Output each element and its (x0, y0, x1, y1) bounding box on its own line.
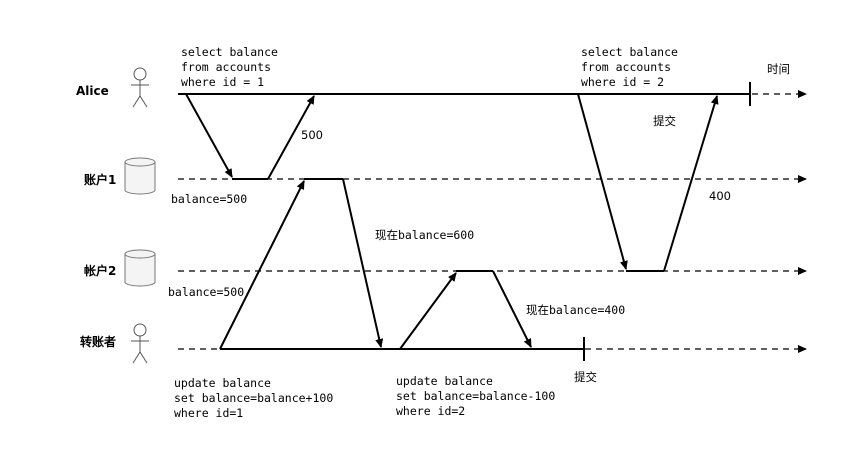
transfer-update-1-line-1: update balance (174, 376, 271, 390)
transfer-update-2: update balance set balance=balance-100 w… (396, 374, 555, 418)
transfer-update-1-line-2: set balance=balance+100 (174, 391, 333, 405)
transfer-commit-label: 提交 (574, 370, 597, 384)
transfer-update-account1-request (219, 180, 305, 350)
lane-label-account1: 账户1 (84, 172, 116, 187)
lane-label-alice: Alice (76, 84, 109, 98)
alice-read-account2-request (577, 93, 628, 270)
account1-new-balance-label: 现在balance=600 (375, 228, 474, 242)
account1-balance-label: balance=500 (171, 192, 247, 206)
alice-query-1: select balance from accounts where id = … (181, 45, 278, 89)
alice-commit-label: 提交 (653, 114, 676, 128)
account1-read-response (267, 95, 315, 180)
account2-new-balance-label: 现在balance=400 (526, 303, 625, 317)
transfer-update-1: update balance set balance=balance+100 w… (174, 376, 333, 420)
read-500-label: 500 (301, 128, 323, 142)
account1-update-response (342, 178, 384, 348)
alice-query-1-line-1: select balance (181, 45, 278, 59)
transfer-update-2-line-1: update balance (396, 374, 493, 388)
alice-query-2-line-2: from accounts (581, 60, 671, 74)
lane-label-account2: 帐户2 (84, 263, 116, 278)
alice-query-2: select balance from accounts where id = … (581, 45, 678, 89)
account2-balance-label: balance=500 (168, 285, 244, 299)
account2-read-response (663, 95, 719, 272)
read-400-label: 400 (709, 189, 731, 203)
account1-database-icon (124, 157, 156, 195)
account2-database-icon (124, 249, 156, 287)
transfer-update-2-line-2: set balance=balance-100 (396, 389, 555, 403)
alice-read-account1-request (185, 93, 233, 178)
transfer-update-2-line-3: where id=2 (396, 404, 465, 418)
transfer-update-account2-request (399, 272, 457, 350)
alice-query-1-line-3: where id = 1 (181, 75, 264, 89)
transferer-actor-icon (131, 323, 149, 364)
alice-query-1-line-2: from accounts (181, 60, 271, 74)
time-label: 时间 (767, 62, 790, 76)
transfer-update-1-line-3: where id=1 (174, 406, 243, 420)
lane-label-transferer: 转账者 (80, 334, 116, 349)
alice-query-2-line-3: where id = 2 (581, 75, 664, 89)
alice-actor-icon (131, 67, 149, 108)
alice-query-2-line-1: select balance (581, 45, 678, 59)
account2-update-response (492, 270, 532, 348)
